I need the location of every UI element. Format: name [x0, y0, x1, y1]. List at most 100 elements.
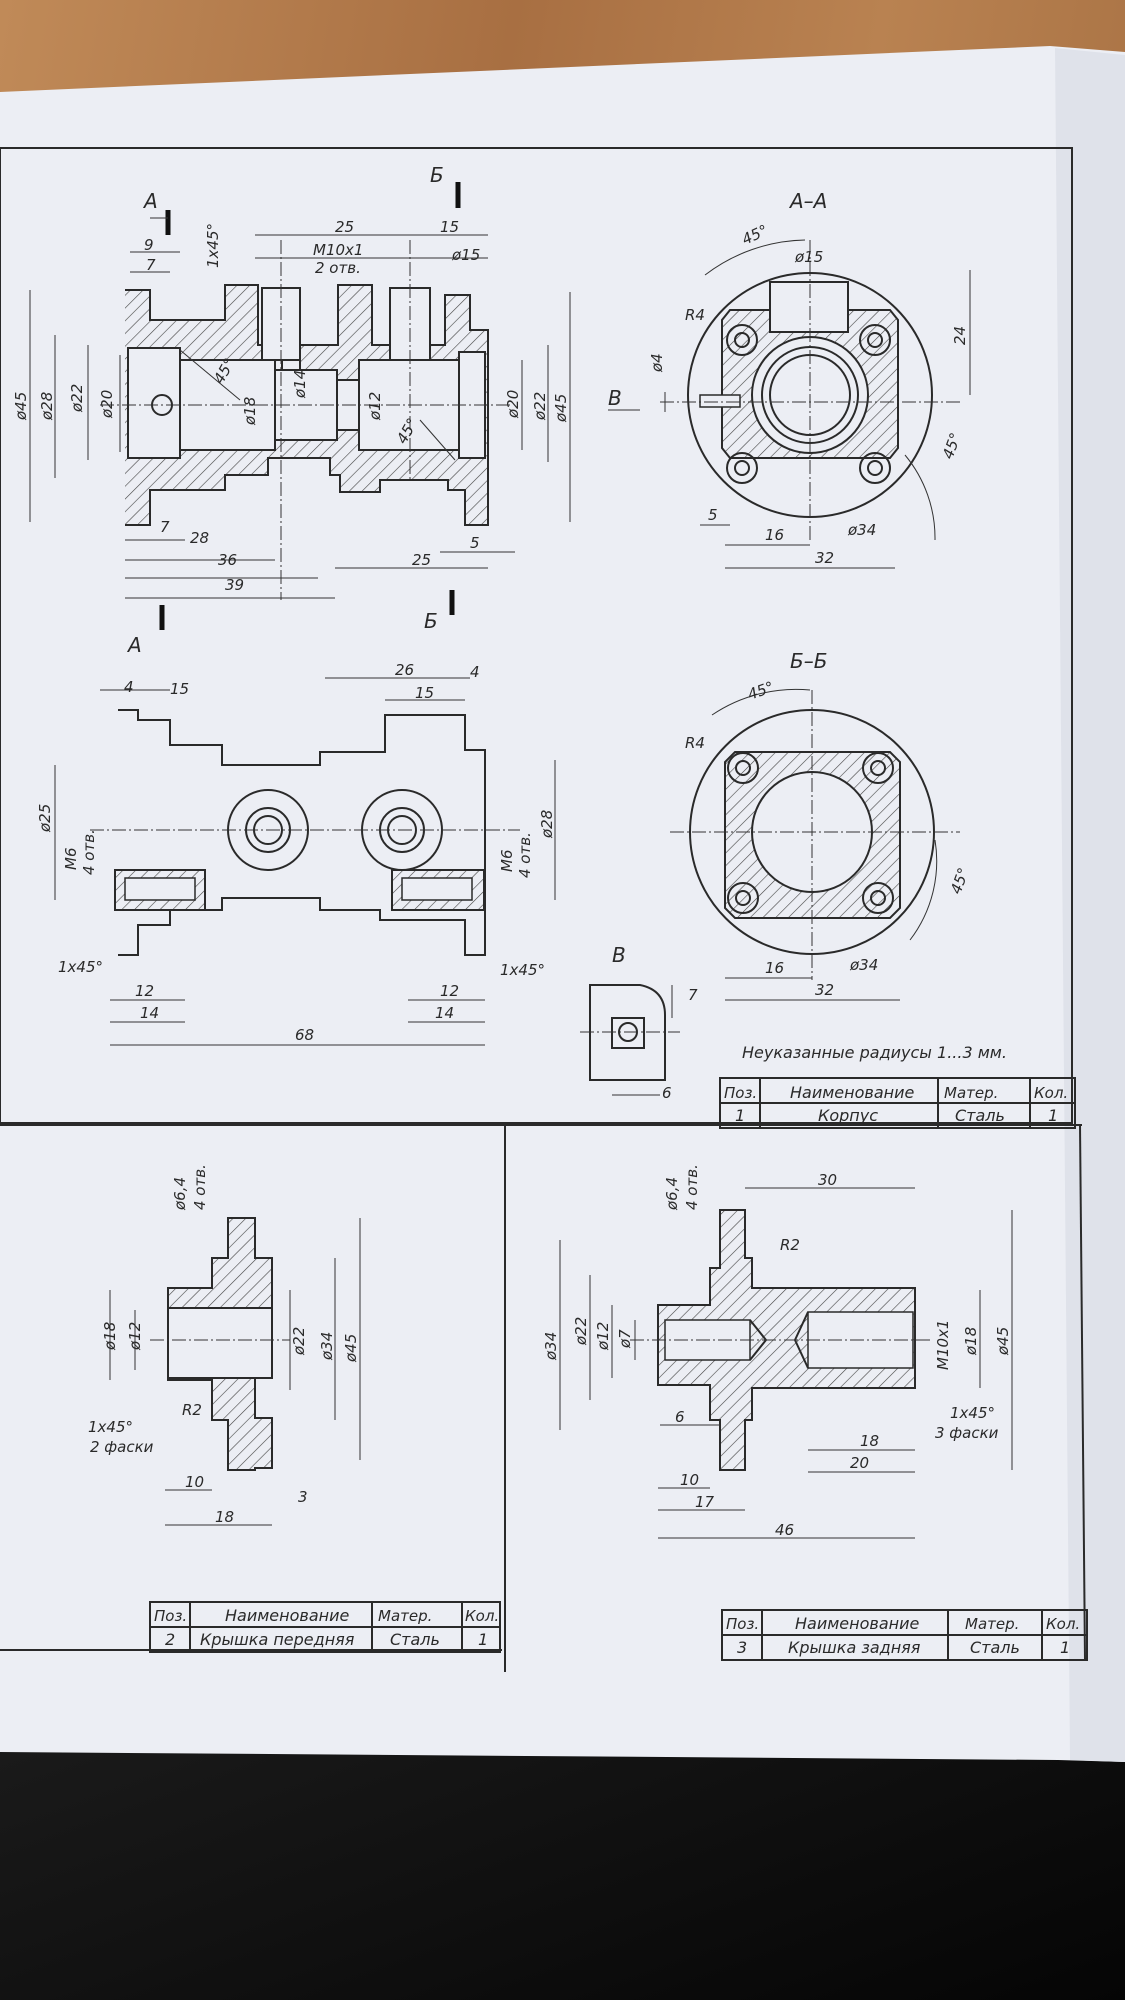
svg-text:18: 18 [215, 1508, 234, 1526]
svg-text:R2: R2 [780, 1236, 800, 1254]
svg-text:ø45: ø45 [12, 392, 30, 421]
svg-text:ø28: ø28 [38, 392, 56, 421]
svg-text:Сталь: Сталь [955, 1106, 1005, 1125]
svg-text:36: 36 [218, 551, 237, 569]
svg-text:7: 7 [160, 518, 170, 536]
svg-text:ø12: ø12 [366, 392, 384, 421]
svg-text:М10х1: М10х1 [934, 1320, 952, 1370]
svg-text:1: 1 [478, 1630, 488, 1649]
svg-text:18: 18 [860, 1432, 879, 1450]
svg-text:6: 6 [662, 1084, 672, 1102]
svg-text:1: 1 [1048, 1106, 1058, 1125]
svg-text:1х45°: 1х45° [950, 1404, 995, 1422]
svg-text:Крышка передняя: Крышка передняя [200, 1630, 355, 1649]
svg-text:Матер.: Матер. [944, 1084, 998, 1102]
sheet-frame-top [0, 147, 1073, 1124]
view-v: В 7 6 [580, 943, 698, 1102]
svg-text:ø34: ø34 [849, 956, 878, 974]
svg-text:16: 16 [765, 959, 784, 977]
svg-text:3: 3 [737, 1638, 747, 1657]
svg-text:М10х1: М10х1 [313, 241, 363, 259]
svg-text:1х45°: 1х45° [88, 1418, 133, 1436]
svg-text:ø6,4: ø6,4 [171, 1177, 189, 1211]
title-block-1: Поз. Наименование Матер. Кол. 1 Корпус С… [719, 1077, 1076, 1129]
svg-text:4: 4 [470, 663, 480, 681]
svg-text:5: 5 [470, 534, 480, 552]
rear-cover-section: ø6,4 4 отв. 30 R2 ø34 ø22 ø12 ø7 М10х1 ø… [542, 1164, 1013, 1539]
svg-text:46: 46 [775, 1521, 794, 1539]
svg-text:5: 5 [708, 506, 718, 524]
svg-text:ø4: ø4 [648, 353, 666, 373]
svg-text:ø12: ø12 [126, 1322, 144, 1351]
section-bb-title: Б–Б [790, 649, 827, 673]
svg-text:15: 15 [440, 218, 459, 236]
svg-text:32: 32 [815, 549, 834, 567]
section-mark-b-bottom: Б [424, 609, 438, 633]
svg-text:4: 4 [124, 678, 134, 696]
svg-text:ø18: ø18 [241, 397, 259, 426]
svg-text:Матер.: Матер. [378, 1607, 432, 1625]
svg-text:М6: М6 [62, 848, 80, 871]
svg-text:Поз.: Поз. [724, 1084, 757, 1102]
svg-text:ø34: ø34 [847, 521, 876, 539]
svg-text:Сталь: Сталь [390, 1630, 440, 1649]
dark-floor-area [0, 1750, 1125, 2000]
svg-text:17: 17 [695, 1493, 715, 1511]
svg-text:24: 24 [951, 326, 969, 345]
title-block-2: Поз. Наименование Матер. Кол. 2 Крышка п… [149, 1601, 501, 1653]
svg-text:1х45°: 1х45° [500, 961, 545, 979]
section-mark-a-bottom: А [126, 633, 142, 657]
svg-text:15: 15 [170, 680, 189, 698]
svg-text:4 отв.: 4 отв. [516, 832, 534, 878]
svg-text:R4: R4 [685, 734, 705, 752]
svg-text:Матер.: Матер. [965, 1615, 1019, 1633]
svg-text:ø15: ø15 [794, 248, 823, 266]
svg-text:ø25: ø25 [36, 804, 54, 833]
section-mark-b-top: Б [430, 163, 444, 187]
section-aa-view: А–А 45° ø15 R4 ø4 24 45° 5 16 ø34 32 В [608, 189, 971, 569]
svg-text:2 фаски: 2 фаски [90, 1438, 154, 1456]
svg-text:ø28: ø28 [538, 810, 556, 839]
svg-text:ø15: ø15 [451, 246, 480, 264]
svg-text:ø14: ø14 [291, 370, 309, 399]
svg-text:Кол.: Кол. [1034, 1084, 1068, 1102]
svg-text:ø20: ø20 [98, 390, 116, 419]
svg-text:ø12: ø12 [594, 1322, 612, 1351]
svg-text:16: 16 [765, 526, 784, 544]
view-v-title: В [612, 943, 626, 967]
svg-text:ø22: ø22 [572, 1317, 590, 1346]
svg-text:ø7: ø7 [616, 1329, 634, 1349]
svg-text:10: 10 [185, 1473, 204, 1491]
svg-text:ø45: ø45 [994, 1327, 1012, 1356]
svg-text:9: 9 [144, 236, 154, 254]
svg-text:ø18: ø18 [101, 1322, 119, 1351]
title-block-3: Поз. Наименование Матер. Кол. 3 Крышка з… [721, 1609, 1088, 1661]
svg-text:1: 1 [735, 1106, 745, 1125]
svg-text:7: 7 [146, 256, 156, 274]
svg-text:Кол.: Кол. [1046, 1615, 1080, 1633]
section-aa-title: А–А [788, 189, 827, 213]
svg-text:1: 1 [1060, 1638, 1070, 1657]
svg-text:6: 6 [675, 1408, 685, 1426]
svg-text:4 отв.: 4 отв. [191, 1164, 209, 1210]
svg-text:ø45: ø45 [342, 1334, 360, 1363]
svg-text:30: 30 [818, 1171, 837, 1189]
section-mark-a-top: А [142, 189, 158, 213]
svg-text:12: 12 [135, 982, 154, 1000]
svg-text:ø20: ø20 [504, 390, 522, 419]
svg-text:25: 25 [335, 218, 354, 236]
body-longitudinal-section: А А Б Б 9 7 1х45° 25 15 М10х1 2 отв. ø15 [12, 163, 571, 657]
svg-text:39: 39 [225, 576, 244, 594]
svg-text:68: 68 [295, 1026, 314, 1044]
svg-text:3: 3 [298, 1488, 308, 1506]
svg-text:10: 10 [680, 1471, 699, 1489]
svg-text:Поз.: Поз. [154, 1607, 187, 1625]
svg-text:15: 15 [415, 684, 434, 702]
svg-text:20: 20 [850, 1454, 869, 1472]
svg-text:25: 25 [412, 551, 431, 569]
svg-text:Корпус: Корпус [818, 1106, 878, 1125]
svg-text:Наименование: Наименование [225, 1606, 349, 1625]
svg-text:ø18: ø18 [962, 1327, 980, 1356]
body-front-view: 4 15 26 4 15 ø25 М6 4 отв. М6 4 отв. ø28… [36, 661, 556, 1046]
svg-text:В: В [608, 386, 622, 410]
